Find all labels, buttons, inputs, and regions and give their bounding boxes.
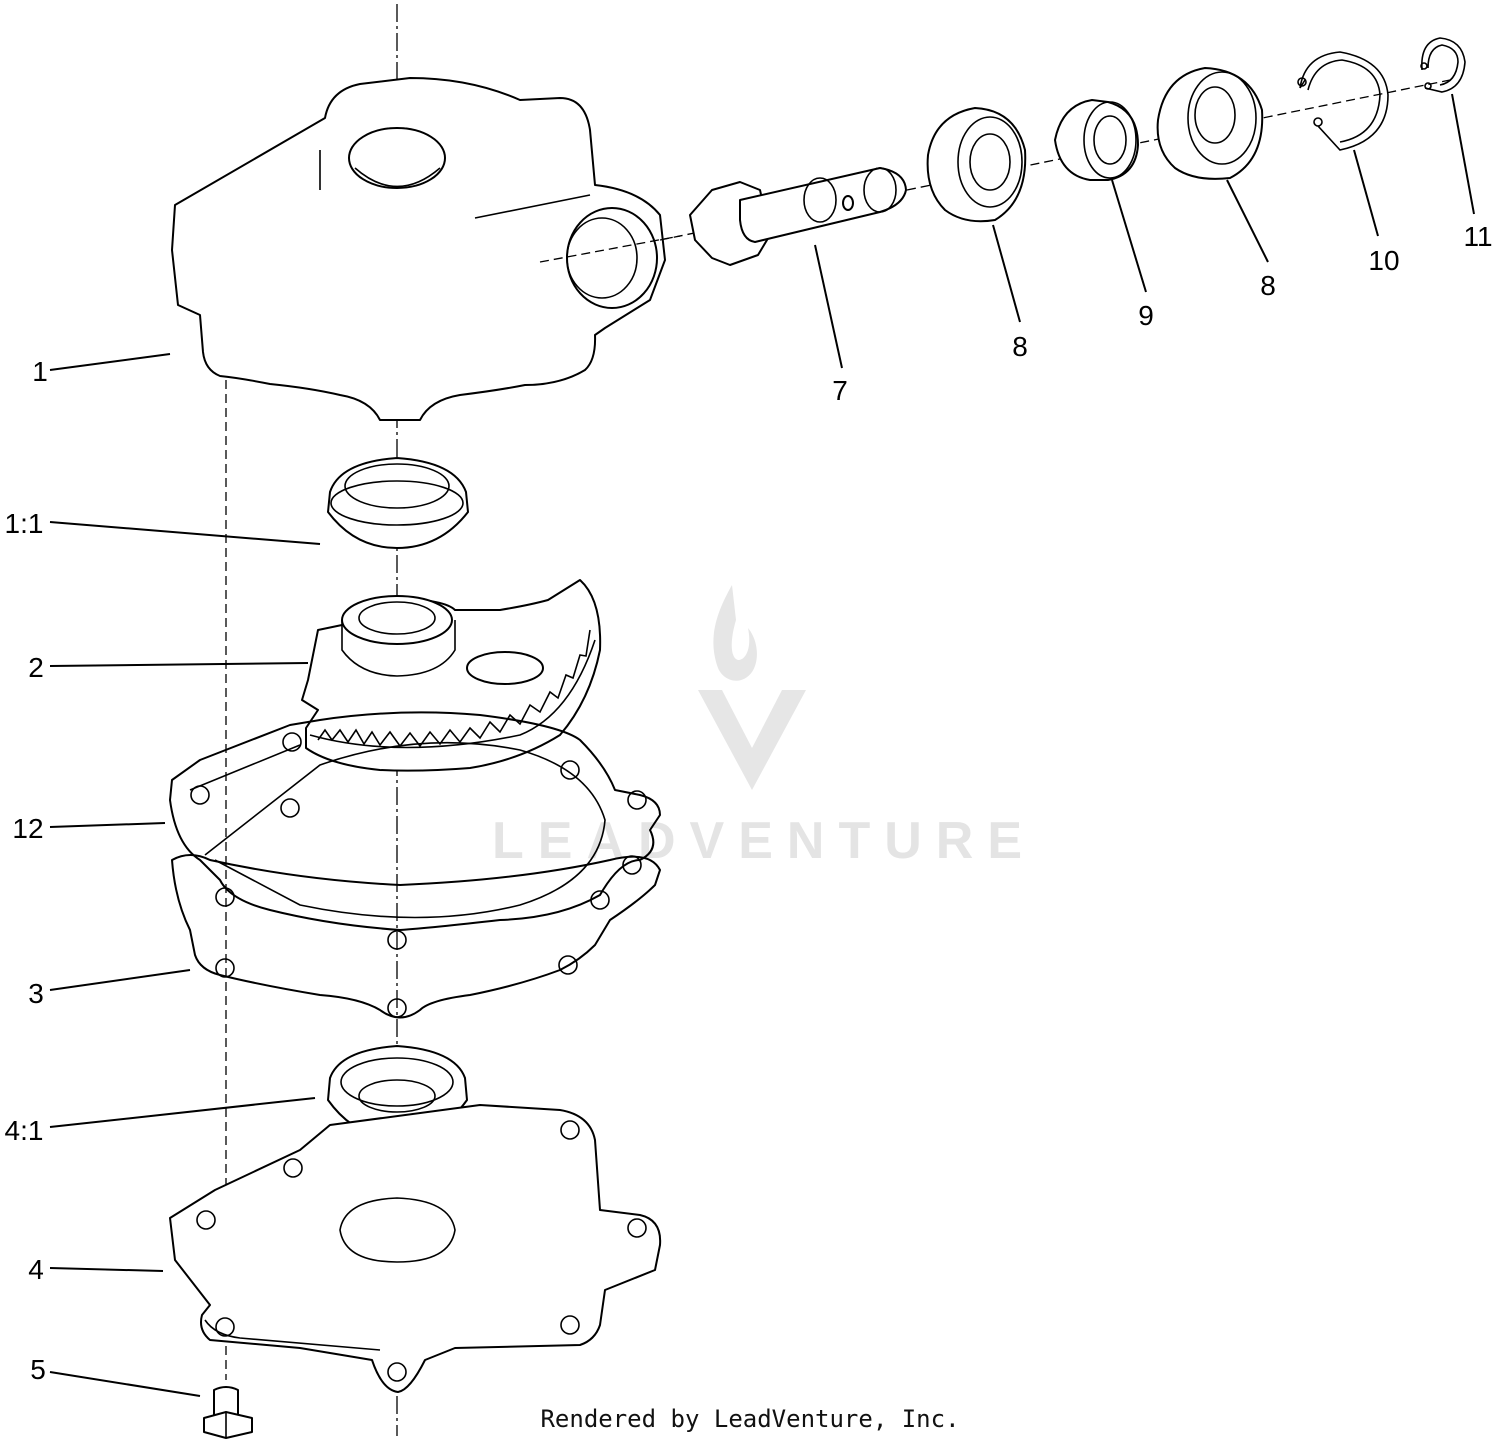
cover-plate-part [169, 1104, 662, 1393]
pinion-shaft-part [659, 79, 1451, 266]
bearing-left-part [926, 107, 1027, 223]
leader-lines [49, 93, 1475, 1397]
callout-3: 3 [28, 978, 44, 1009]
retaining-ring-small-part [1420, 37, 1466, 93]
callout-4: 4 [28, 1254, 44, 1285]
spacer-part [1054, 99, 1139, 181]
bearing-right-part [1156, 67, 1264, 180]
callout-2: 2 [28, 652, 44, 683]
callout-4-1: 4:1 [5, 1115, 44, 1146]
bolt-part [203, 1386, 253, 1439]
watermark-text: LEADVENTURE [492, 812, 1036, 870]
callout-11: 11 [1463, 221, 1492, 252]
callout-12: 12 [12, 813, 43, 844]
callout-7: 7 [832, 375, 848, 406]
render-credit: Rendered by LeadVenture, Inc. [540, 1405, 959, 1433]
callout-10: 10 [1368, 245, 1399, 276]
retaining-ring-large-part [1297, 51, 1389, 151]
callout-8-left: 8 [1012, 331, 1028, 362]
housing-part [171, 77, 681, 421]
gasket-lower-part [171, 854, 661, 1019]
callout-9: 9 [1138, 300, 1154, 331]
watermark-logo: LEADVENTURE [492, 585, 1036, 870]
callout-1-1: 1:1 [5, 508, 44, 539]
callout-5: 5 [30, 1354, 46, 1385]
upper-seal-part [327, 457, 469, 549]
callout-1: 1 [32, 356, 48, 387]
callout-8-right: 8 [1260, 270, 1276, 301]
gasket-upper-part [169, 711, 661, 931]
